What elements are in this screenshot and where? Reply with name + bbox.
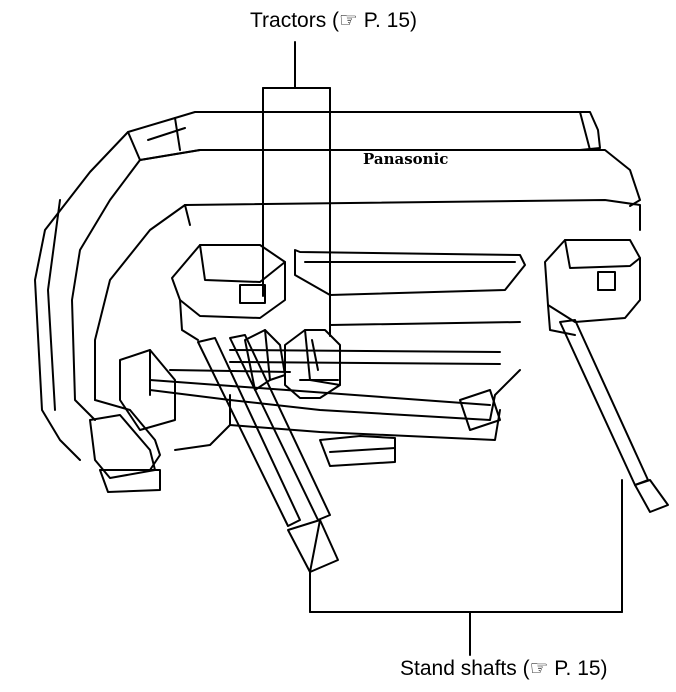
right-stand-housing [544, 239, 641, 336]
stand-shafts-leader [309, 479, 623, 656]
printer-feet [89, 389, 501, 493]
stand-shaft-right [559, 319, 669, 513]
tractor-unit-left [244, 329, 286, 391]
stand-shaft-left [197, 334, 339, 573]
left-bracket [119, 349, 176, 431]
left-tractor-housing [171, 244, 286, 341]
printer-top-cover [127, 111, 641, 207]
brand-logo: Panasonic [363, 150, 448, 168]
paper-window [294, 249, 526, 296]
stand-shafts-label: Stand shafts (☞ P. 15) [400, 657, 608, 680]
tractor-shaft [169, 321, 521, 373]
tractor-unit-right [284, 329, 341, 399]
printer-body [34, 131, 641, 471]
tractors-label: Tractors (☞ P. 15) [250, 9, 418, 32]
tractors-leader [262, 41, 331, 337]
